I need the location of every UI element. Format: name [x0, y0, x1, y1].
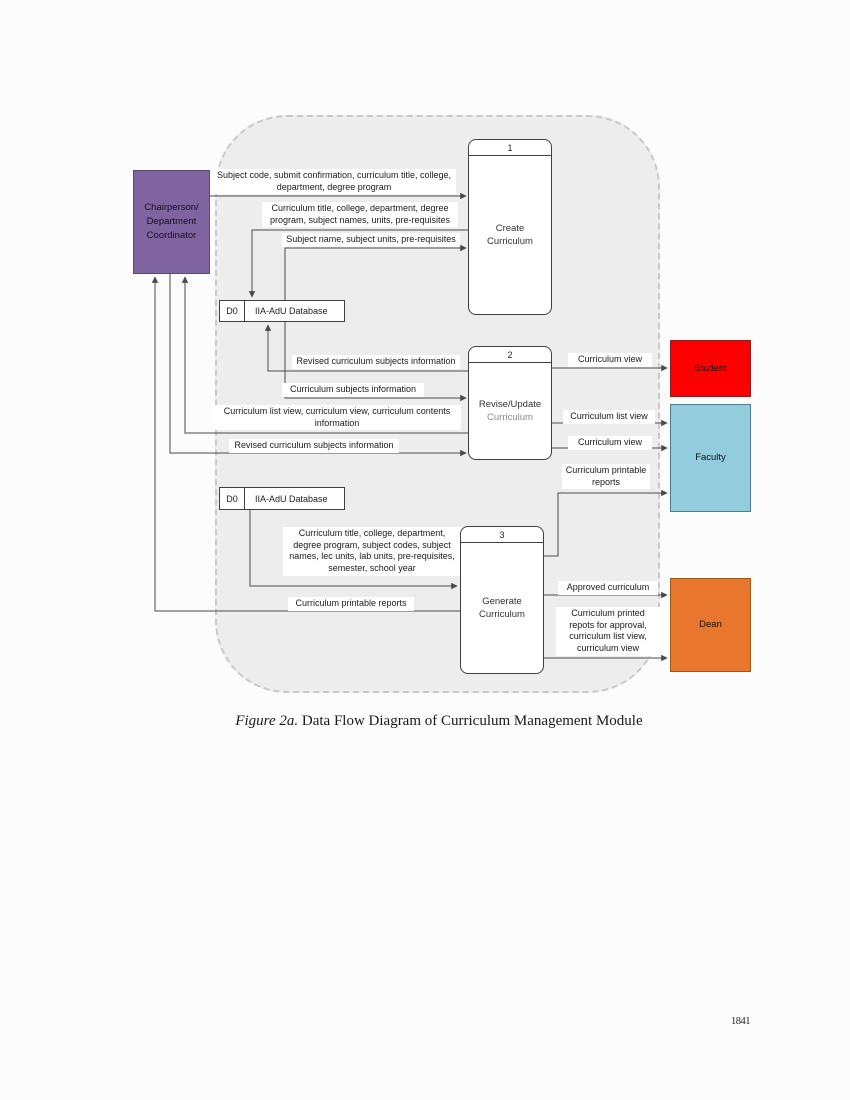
flow-line-f13 [151, 276, 460, 612]
flow-label-subject-name-units: Subject name, subject units, pre-requisi… [282, 233, 460, 247]
process-create-number: 1 [469, 140, 551, 156]
entity-dean-label: Dean [699, 619, 722, 631]
process-generate-number: 3 [461, 527, 543, 543]
flow-line-f11 [544, 489, 668, 557]
datastore-iia-adu-database-1: D0 IIA-AdU Database [219, 300, 345, 322]
flow-line-f3 [284, 244, 467, 300]
flow-label-approved-curriculum: Approved curriculum [558, 581, 658, 595]
flow-label-revised-subjects-input: Revised curriculum subjects information [229, 439, 399, 453]
flow-line-f6 [181, 276, 468, 434]
flow-line-f2 [248, 229, 468, 298]
entity-faculty-label: Faculty [695, 452, 726, 464]
process-revise-label-line1: Revise/Update [478, 398, 542, 410]
figure-caption-text: Data Flow Diagram of Curriculum Manageme… [298, 713, 643, 729]
process-generate-label-line1: Generate [482, 595, 522, 607]
flow-line-f4 [264, 324, 468, 372]
entity-student: Student [670, 340, 751, 397]
flow-label-curriculum-title-store: Curriculum title, college, department, d… [262, 202, 458, 228]
process-create-label-line2: Curriculum [487, 236, 533, 247]
flow-line-f5 [284, 322, 467, 402]
flow-label-printable-reports-faculty: Curriculum printable reports [562, 464, 650, 490]
process-create-body: Create Curriculum [469, 156, 551, 314]
datastore-1-name: IIA-AdU Database [255, 306, 328, 316]
process-create-curriculum: 1 Create Curriculum [468, 139, 552, 315]
process-revise-number: 2 [469, 347, 551, 363]
datastore-1-id: D0 [220, 301, 245, 321]
datastore-2-id: D0 [220, 488, 245, 509]
flow-label-curriculum-full-details: Curriculum title, college, department, d… [283, 527, 461, 576]
entity-faculty: Faculty [670, 404, 751, 512]
flow-label-curriculum-list-view-info: Curriculum list view, curriculum view, c… [213, 405, 461, 431]
entity-chairperson-label: Chairperson/ Department Coordinator [144, 202, 199, 241]
process-revise-body: Revise/Update Curriculum [469, 363, 551, 459]
flow-label-printable-reports-chair: Curriculum printable reports [288, 597, 414, 611]
flow-label-curriculum-view-student: Curriculum view [568, 353, 652, 367]
flow-label-subject-code-submit: Subject code, submit confirmation, curri… [212, 169, 456, 195]
process-revise-label-line2: Curriculum [487, 412, 533, 423]
flow-label-curriculum-subjects-info: Curriculum subjects information [282, 383, 424, 397]
page-number: 1841 [731, 1016, 751, 1027]
process-generate-label-line2: Curriculum [479, 609, 525, 620]
flow-label-revised-subjects-store: Revised curriculum subjects information [292, 355, 460, 369]
entity-chairperson-department-coordinator: Chairperson/ Department Coordinator [133, 170, 210, 274]
datastore-iia-adu-database-2: D0 IIA-AdU Database [219, 487, 345, 510]
process-revise-update-curriculum: 2 Revise/Update Curriculum [468, 346, 552, 460]
flow-line-f7 [169, 274, 467, 457]
figure-caption-number: Figure 2a. [235, 713, 299, 729]
process-generate-body: Generate Curriculum [461, 543, 543, 673]
process-create-label-line1: Create [495, 222, 525, 234]
figure-caption: Figure 2a. Data Flow Diagram of Curricul… [14, 713, 850, 730]
entity-dean: Dean [670, 578, 751, 672]
process-generate-curriculum: 3 Generate Curriculum [460, 526, 544, 674]
flow-line-f12 [249, 510, 458, 590]
flow-label-curriculum-list-faculty: Curriculum list view [563, 410, 655, 424]
entity-student-label: Student [694, 362, 727, 374]
flow-label-curriculum-view-faculty: Curriculum view [568, 436, 652, 450]
flow-label-printed-reports-approval: Curriculum printed repots for approval, … [556, 607, 660, 656]
datastore-2-name: IIA-AdU Database [255, 493, 328, 504]
